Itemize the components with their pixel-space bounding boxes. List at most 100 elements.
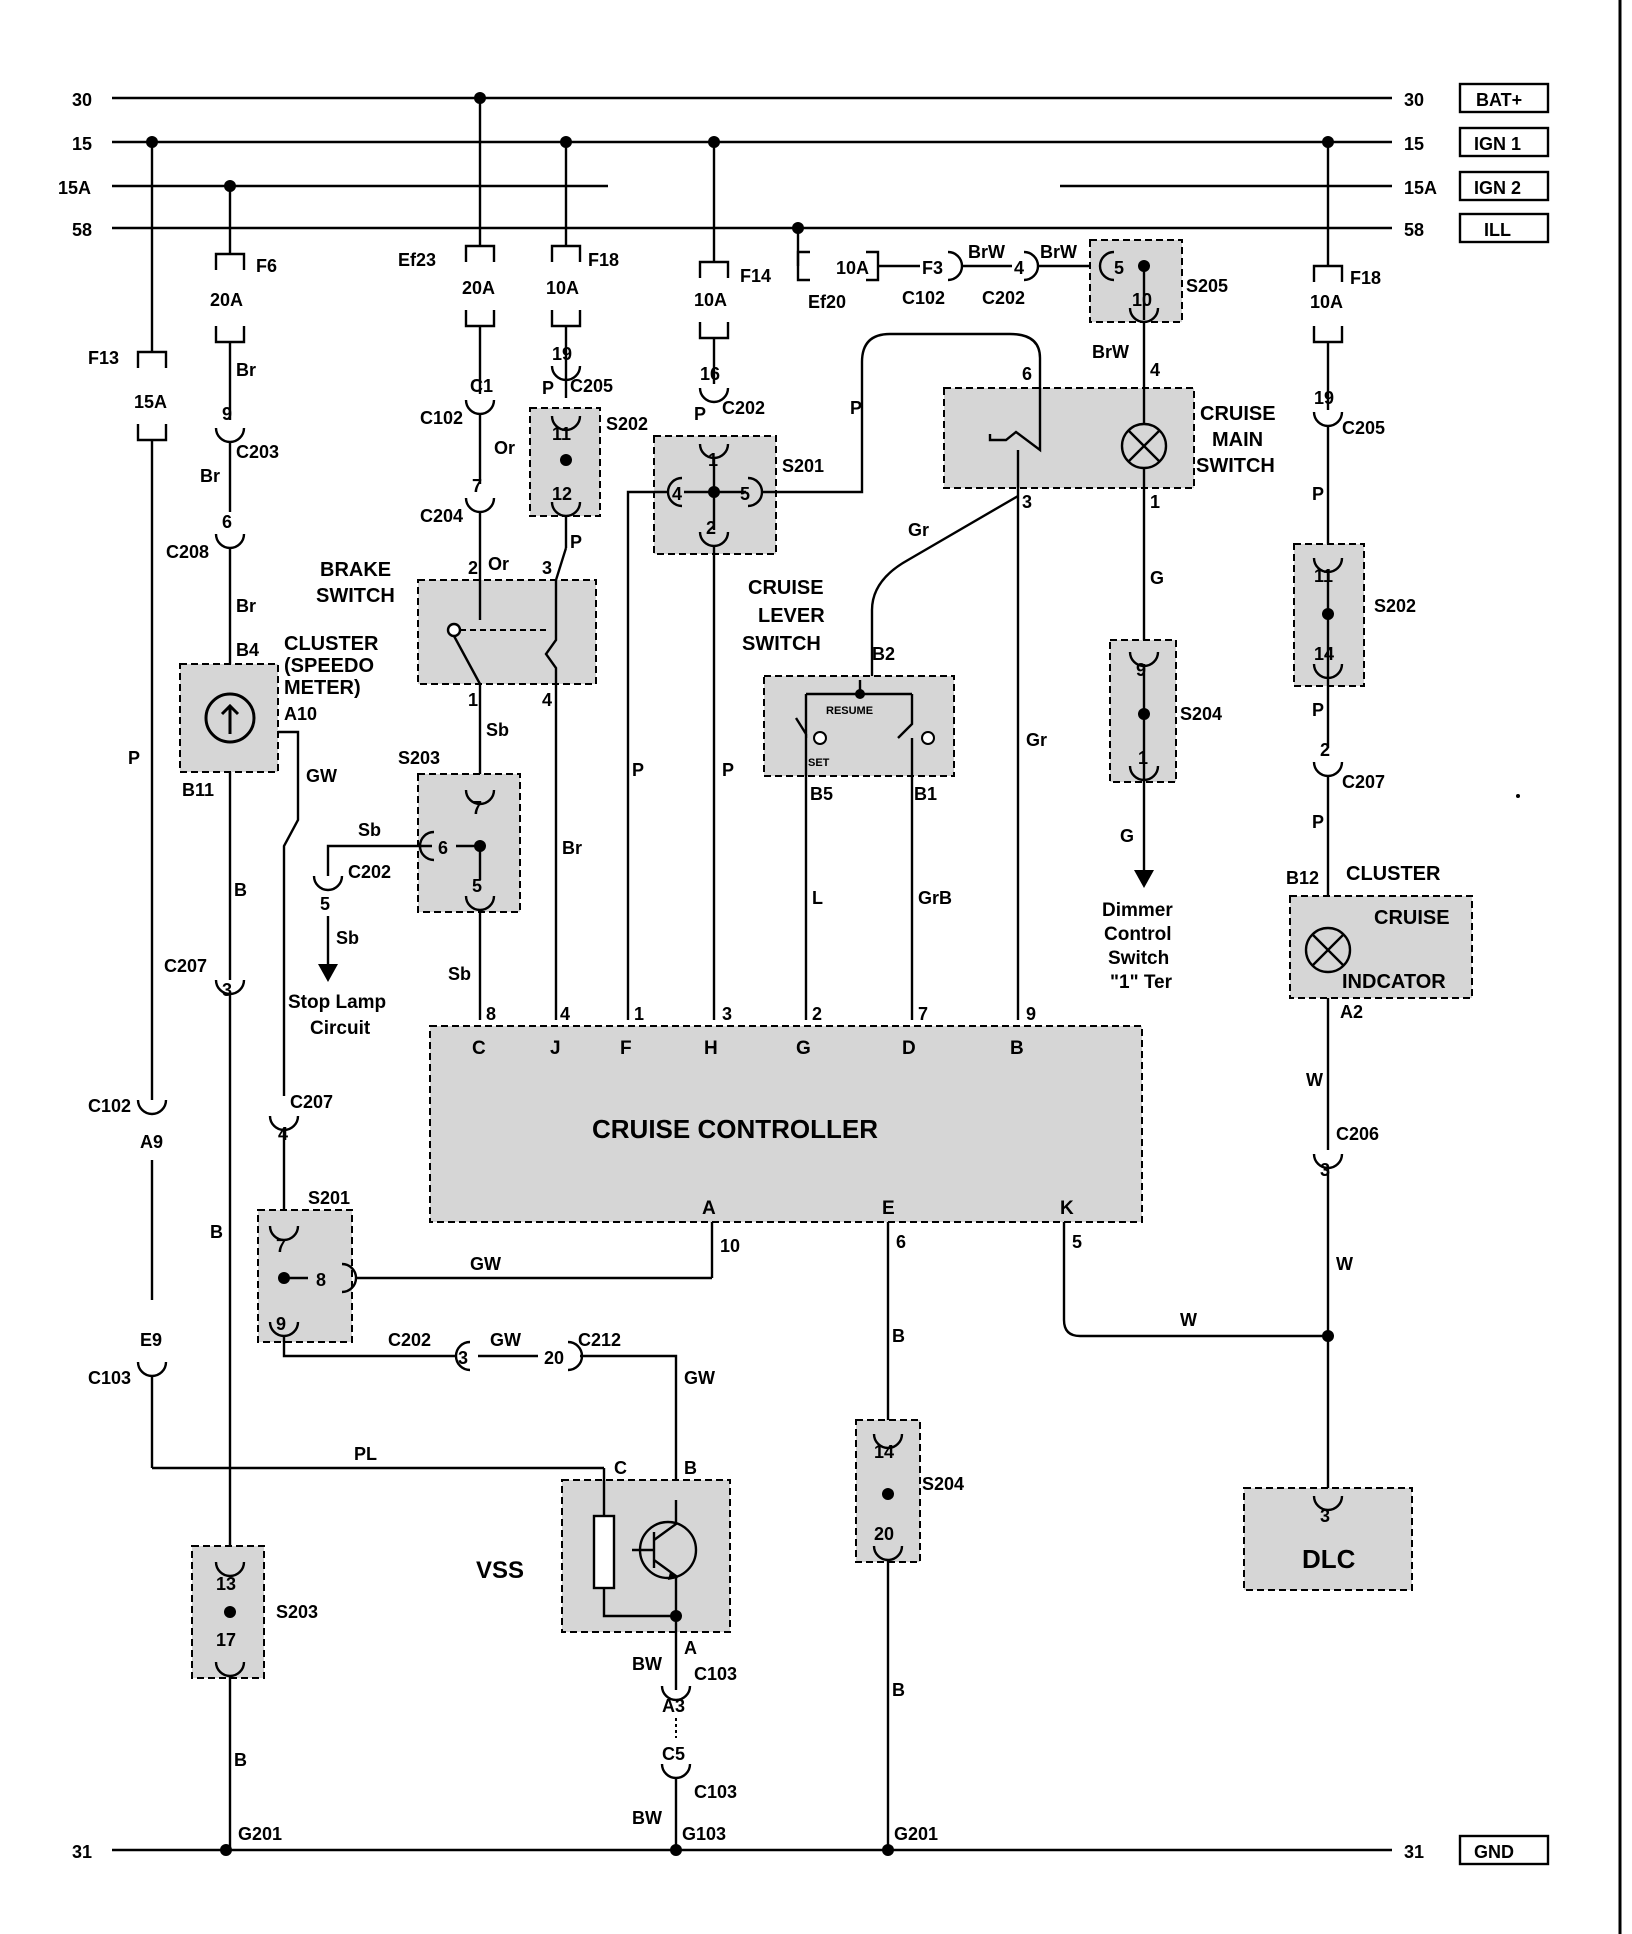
svg-text:A2: A2 [1340, 1002, 1363, 1022]
svg-text:B: B [210, 1222, 223, 1242]
svg-text:P: P [570, 532, 582, 552]
svg-text:P: P [632, 760, 644, 780]
svg-text:Or: Or [494, 438, 515, 458]
svg-text:Sb: Sb [486, 720, 509, 740]
vss-label: VSS [476, 1557, 524, 1584]
svg-text:3: 3 [1320, 1160, 1330, 1180]
svg-text:30: 30 [1404, 90, 1424, 110]
circuit-controller-ground: 6 B 14 S204 20 B G201 [855, 1222, 964, 1850]
svg-text:Br: Br [236, 360, 256, 380]
svg-text:P: P [1312, 700, 1324, 720]
svg-text:6: 6 [438, 838, 448, 858]
svg-text:15: 15 [72, 134, 92, 154]
brake-switch: BRAKE SWITCH 3 1 4 [316, 558, 597, 710]
svg-text:10A: 10A [836, 258, 869, 278]
svg-text:GW: GW [490, 1330, 521, 1350]
svg-text:B2: B2 [872, 644, 895, 664]
svg-text:15A: 15A [58, 178, 91, 198]
svg-text:C202: C202 [388, 1330, 431, 1350]
power-bus-15: 15 15 IGN 1 [72, 126, 1550, 158]
svg-text:C208: C208 [166, 542, 209, 562]
circuit-f14: F14 10A 16 P C202 S201 1 4 5 2 P 3 P 1 P [626, 142, 1042, 1024]
circuit-f18-indicator: F18 10A 19 C205 P 11 S202 14 P 2 C207 P … [1286, 142, 1441, 896]
svg-text:11: 11 [1314, 566, 1333, 586]
svg-text:F13: F13 [88, 348, 119, 368]
svg-text:G: G [1120, 826, 1134, 846]
svg-text:9: 9 [276, 1314, 286, 1334]
svg-text:C205: C205 [570, 376, 613, 396]
cluster-speedometer: CLUSTER (SPEEDO METER) A10 B11 [179, 633, 379, 800]
svg-text:2: 2 [468, 558, 478, 578]
svg-text:K: K [1060, 1198, 1074, 1219]
dlc-label: DLC [1302, 1544, 1356, 1574]
svg-text:B: B [234, 1750, 247, 1770]
cluster-label: CLUSTER [1346, 863, 1441, 885]
svg-text:S202: S202 [1374, 596, 1416, 616]
circuit-ef23-brake: Ef23 20A C1 C102 Or 7 C204 2 Or [398, 98, 515, 580]
svg-text:20: 20 [544, 1348, 564, 1368]
svg-text:20: 20 [874, 1524, 894, 1544]
svg-text:BrW: BrW [968, 242, 1005, 262]
svg-text:C203: C203 [236, 442, 279, 462]
svg-text:C207: C207 [290, 1092, 333, 1112]
svg-text:13: 13 [216, 1574, 236, 1594]
svg-text:16: 16 [700, 364, 720, 384]
vss-sensor: C B VSS A BW C103 A3 C5 C103 BW G103 [476, 1458, 737, 1850]
svg-text:14: 14 [874, 1442, 894, 1462]
svg-text:Sb: Sb [336, 928, 359, 948]
svg-text:PL: PL [354, 1444, 377, 1464]
svg-text:58: 58 [1404, 220, 1424, 240]
svg-text:11: 11 [552, 424, 571, 444]
svg-text:GW: GW [470, 1254, 501, 1274]
svg-text:C202: C202 [348, 862, 391, 882]
svg-text:2: 2 [706, 518, 716, 538]
svg-text:G103: G103 [682, 1824, 726, 1844]
svg-text:W: W [1180, 1310, 1197, 1330]
svg-text:F6: F6 [256, 256, 277, 276]
svg-text:4: 4 [1150, 360, 1160, 380]
svg-text:E9: E9 [140, 1330, 162, 1350]
power-bus-30: 30 30 BAT+ [72, 82, 1550, 114]
svg-text:A: A [684, 1638, 697, 1658]
svg-text:GW: GW [306, 766, 337, 786]
svg-text:F3: F3 [922, 258, 943, 278]
svg-text:Sb: Sb [358, 820, 381, 840]
svg-text:E: E [882, 1198, 895, 1219]
cruise-main-switch: CRUISE MAIN SWITCH 6 3 1 [943, 358, 1276, 512]
cruise-controller: CRUISE CONTROLLER C J F H G D B A E K [429, 1025, 1143, 1223]
svg-text:C202: C202 [982, 288, 1025, 308]
svg-text:31: 31 [1404, 1842, 1424, 1862]
svg-text:5: 5 [320, 894, 330, 914]
svg-text:3: 3 [542, 558, 552, 578]
svg-text:S201: S201 [308, 1188, 350, 1208]
svg-text:S205: S205 [1186, 276, 1228, 296]
svg-text:2: 2 [1320, 740, 1330, 760]
svg-text:3: 3 [1022, 492, 1032, 512]
svg-text:7: 7 [472, 476, 482, 496]
power-bus-15a: 15A 15A IGN 2 [58, 170, 1550, 202]
svg-text:6: 6 [222, 512, 232, 532]
svg-text:20A: 20A [210, 290, 243, 310]
svg-text:9: 9 [1026, 1004, 1036, 1024]
svg-text:3: 3 [222, 980, 232, 1000]
svg-text:C205: C205 [1342, 418, 1385, 438]
bat-plus-label: BAT+ [1476, 90, 1522, 110]
svg-text:F18: F18 [1350, 268, 1381, 288]
circuit-brake-outputs: Sb S203 7 6 5 Sb 8 Sb C202 5 Sb Stop Lam… [288, 684, 582, 1039]
svg-text:5: 5 [472, 876, 482, 896]
ign2-label: IGN 2 [1474, 178, 1521, 198]
svg-text:10A: 10A [694, 290, 727, 310]
svg-text:6: 6 [896, 1232, 906, 1252]
circuit-ef20-main-switch: 10A Ef20 F3 C102 BrW 4 C202 BrW 5 10 S20… [796, 228, 1228, 388]
cruise-indicator: CRUISE INDCATOR A2 [1289, 895, 1473, 1022]
svg-text:A: A [702, 1198, 716, 1219]
svg-text:W: W [1336, 1254, 1353, 1274]
svg-text:6: 6 [1022, 364, 1032, 384]
svg-text:L: L [812, 888, 823, 908]
svg-text:20A: 20A [462, 278, 495, 298]
svg-text:30: 30 [72, 90, 92, 110]
svg-text:C103: C103 [694, 1782, 737, 1802]
svg-text:Br: Br [236, 596, 256, 616]
svg-text:10: 10 [1132, 290, 1152, 310]
svg-text:B12: B12 [1286, 868, 1319, 888]
